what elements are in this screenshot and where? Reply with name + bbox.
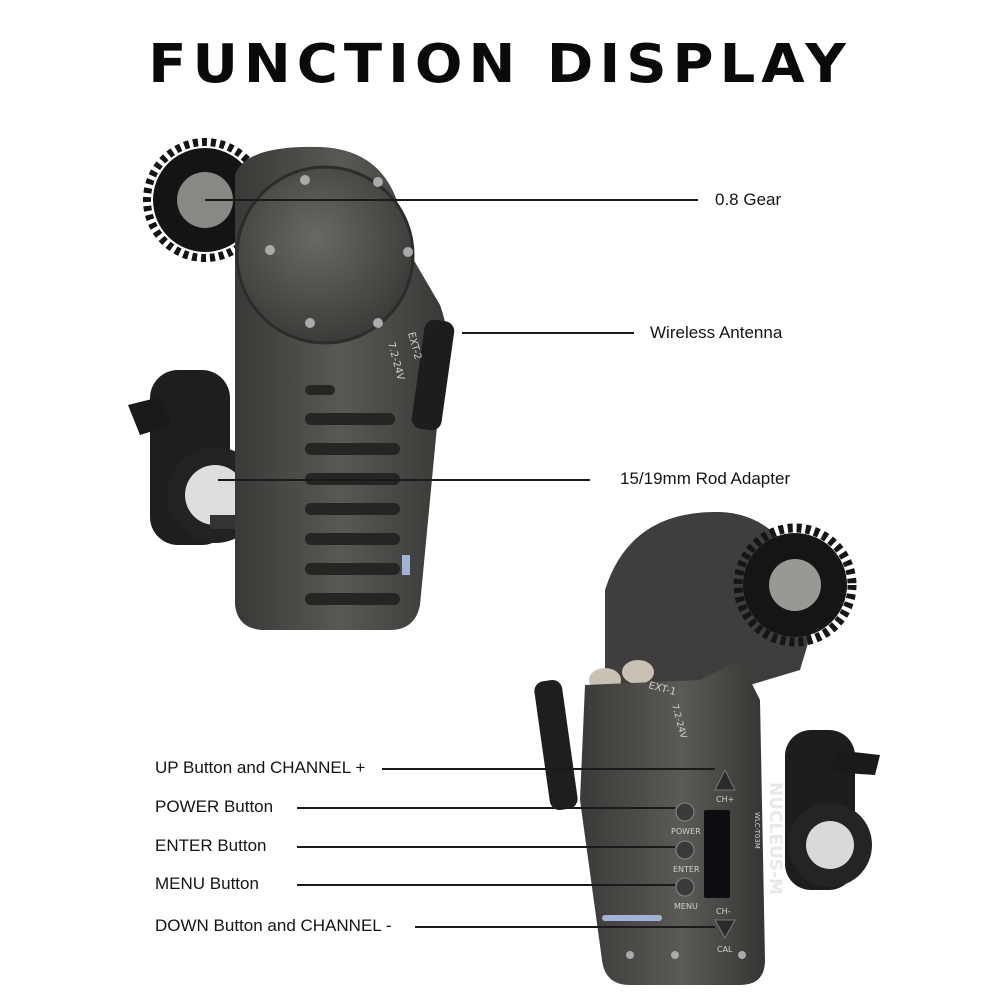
- up-button: [714, 768, 736, 791]
- motor-front-view-image: EXT-1 7.2-24V CH+ POWER ENTER MENU CH- C…: [534, 511, 880, 985]
- cal-label: CAL: [717, 945, 733, 954]
- power-button-label: POWER Button: [155, 797, 274, 816]
- gear-callout-line: [205, 199, 698, 201]
- enter-button: [675, 840, 695, 860]
- menu-button: [675, 877, 695, 897]
- power-button-callout-line: [297, 807, 675, 809]
- power-button: [675, 802, 695, 822]
- menu-button-callout-line: [297, 884, 675, 886]
- oled-screen: [704, 810, 730, 898]
- gear-icon: [733, 523, 857, 647]
- menu-label: MENU: [674, 902, 698, 911]
- up-button-label: UP Button and CHANNEL +: [155, 758, 366, 777]
- down-button-callout-line: [415, 926, 715, 928]
- rod-adapter-label: 15/19mm Rod Adapter: [620, 469, 791, 488]
- antenna-label: Wireless Antenna: [650, 323, 783, 342]
- power-label: POWER: [671, 827, 701, 836]
- rod-adapter-callout-line: [218, 479, 590, 481]
- motor-rear-view-image: EXT-2 7.2-24V: [128, 138, 455, 630]
- enter-label: ENTER: [673, 865, 700, 874]
- enter-button-label: ENTER Button: [155, 836, 267, 855]
- down-button-label: DOWN Button and CHANNEL -: [155, 916, 392, 935]
- down-button: [714, 919, 736, 940]
- up-button-callout-line: [382, 768, 715, 770]
- model-label: WLC-T03M: [753, 812, 761, 849]
- gear-label: 0.8 Gear: [715, 190, 782, 209]
- menu-button-label: MENU Button: [155, 874, 259, 893]
- page-title: FUNCTION DISPLAY: [148, 33, 852, 96]
- enter-button-callout-line: [297, 846, 675, 848]
- antenna-callout-line: [462, 332, 634, 334]
- brand-label: NUCLEUS-M: [765, 782, 785, 895]
- ch-plus-label: CH+: [716, 795, 734, 804]
- ch-minus-label: CH-: [716, 907, 731, 916]
